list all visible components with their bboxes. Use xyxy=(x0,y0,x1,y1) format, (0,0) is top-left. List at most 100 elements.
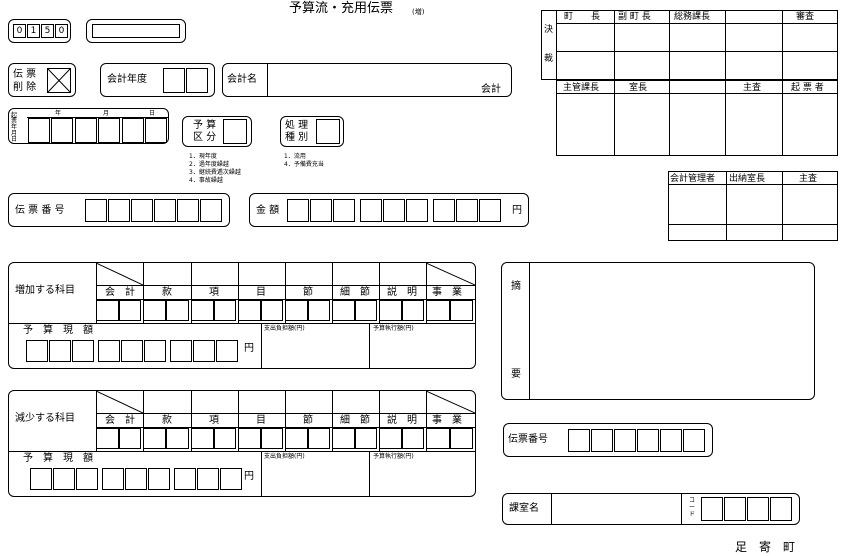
voucher-number-2-digit[interactable] xyxy=(683,429,705,452)
amount-digit[interactable] xyxy=(433,199,455,222)
date-month-digit-1[interactable] xyxy=(75,118,97,143)
decrease-header-saisetsu: 細 節 xyxy=(340,415,370,426)
increase-subject-code-digit[interactable] xyxy=(354,300,377,321)
date-day-header: 日 xyxy=(149,110,156,117)
amount-digit[interactable] xyxy=(310,199,332,222)
increase-budget-digit[interactable] xyxy=(121,340,143,362)
increase-budget-digit[interactable] xyxy=(193,340,215,362)
voucher-number-digit[interactable] xyxy=(200,199,222,222)
code-digit[interactable] xyxy=(770,497,792,521)
approval-grid-mid: 主管課長 室長 主査 起 票 者 xyxy=(556,80,838,156)
summary-field[interactable] xyxy=(532,267,810,395)
amount-digit[interactable] xyxy=(383,199,405,222)
date-day-digit-2[interactable] xyxy=(145,118,167,143)
decrease-subject-code-digit[interactable] xyxy=(449,428,473,449)
decrease-subject-code-digit[interactable] xyxy=(354,428,377,449)
decrease-subject-code-digit[interactable] xyxy=(426,428,450,449)
code-box: 0 1 5 0 xyxy=(8,19,71,43)
voucher-number-digit[interactable] xyxy=(154,199,176,222)
decrease-subject-code-digit[interactable] xyxy=(307,428,330,449)
increase-budget-digit[interactable] xyxy=(144,340,166,362)
amount-digit[interactable] xyxy=(406,199,428,222)
decrease-budget-digit[interactable] xyxy=(76,468,98,490)
decrease-subject-code-digit[interactable] xyxy=(238,428,261,449)
decrease-subject-code-digit[interactable] xyxy=(118,428,141,449)
voucher-number-digit[interactable] xyxy=(131,199,153,222)
increase-subject-code-digit[interactable] xyxy=(449,300,473,321)
amount-digit[interactable] xyxy=(333,199,355,222)
decrease-budget-digit[interactable] xyxy=(197,468,219,490)
code-digit[interactable] xyxy=(747,497,769,521)
process-type-input[interactable] xyxy=(316,119,340,144)
decrease-budget-digit[interactable] xyxy=(174,468,196,490)
decrease-subject-code-digit[interactable] xyxy=(401,428,424,449)
decrease-subject-code-digit[interactable] xyxy=(379,428,402,449)
date-day-digit-1[interactable] xyxy=(122,118,144,143)
code-digit[interactable] xyxy=(701,497,723,521)
process-option-1: 1．流用 xyxy=(284,153,306,160)
increase-subject-code-digit[interactable] xyxy=(238,300,261,321)
voucher-number-2-digit[interactable] xyxy=(591,429,613,452)
code-digit-4: 0 xyxy=(55,24,68,38)
decrease-subject-code-digit[interactable] xyxy=(332,428,355,449)
summary-label-2: 要 xyxy=(511,369,521,380)
increase-budget-digit[interactable] xyxy=(49,340,71,362)
voucher-number-2-digit[interactable] xyxy=(568,429,590,452)
amount-digit[interactable] xyxy=(479,199,501,222)
amount-digit[interactable] xyxy=(456,199,478,222)
increase-subject-code-digit[interactable] xyxy=(307,300,330,321)
increase-subject-code-digit[interactable] xyxy=(191,300,214,321)
decrease-budget-digit[interactable] xyxy=(53,468,75,490)
increase-subject-code-digit[interactable] xyxy=(143,300,166,321)
increase-budget-digit[interactable] xyxy=(72,340,94,362)
increase-subject-code-digit[interactable] xyxy=(118,300,141,321)
budget-category-input[interactable] xyxy=(223,119,247,144)
increase-subject-code-digit[interactable] xyxy=(426,300,450,321)
increase-subject-code-digit[interactable] xyxy=(260,300,283,321)
decrease-subject-code-digit[interactable] xyxy=(191,428,214,449)
code-digit[interactable] xyxy=(724,497,746,521)
decrease-budget-digit[interactable] xyxy=(102,468,124,490)
amount-digit[interactable] xyxy=(287,199,309,222)
increase-subject-code-digit[interactable] xyxy=(379,300,402,321)
voucher-number-digit[interactable] xyxy=(108,199,130,222)
decrease-budget-digit[interactable] xyxy=(220,468,242,490)
increase-budget-digit[interactable] xyxy=(98,340,120,362)
increase-subject-code-digit[interactable] xyxy=(96,300,119,321)
voucher-number-digit[interactable] xyxy=(85,199,107,222)
decrease-subject-code-digit[interactable] xyxy=(96,428,119,449)
blank-field[interactable] xyxy=(92,24,180,38)
decrease-subject-code-digit[interactable] xyxy=(143,428,166,449)
voucher-delete-checkbox[interactable] xyxy=(47,68,71,93)
decrease-budget-digit[interactable] xyxy=(125,468,147,490)
decrease-subject-code-digit[interactable] xyxy=(166,428,189,449)
decrease-subject-code-digit[interactable] xyxy=(285,428,308,449)
increase-budget-digit[interactable] xyxy=(170,340,192,362)
amount-digit[interactable] xyxy=(360,199,382,222)
approval-grid-top: 決 裁 町 長 副 町 長 総務課長 審査 xyxy=(541,10,838,80)
increase-subject-code-digit[interactable] xyxy=(285,300,308,321)
increase-budget-digit[interactable] xyxy=(216,340,238,362)
code-digit-2: 1 xyxy=(27,24,40,38)
voucher-number-2-digit[interactable] xyxy=(614,429,636,452)
voucher-number-2-digit[interactable] xyxy=(637,429,659,452)
date-year-digit-2[interactable] xyxy=(51,118,73,143)
decrease-subject-code-digit[interactable] xyxy=(213,428,236,449)
increase-subject-code-digit[interactable] xyxy=(332,300,355,321)
increase-subject-code-digit[interactable] xyxy=(401,300,424,321)
fiscal-year-digit-2[interactable] xyxy=(186,68,208,93)
decrease-budget-digit[interactable] xyxy=(148,468,170,490)
approval-general-affairs: 総務課長 xyxy=(674,12,711,22)
approval-drafter: 起 票 者 xyxy=(791,83,824,93)
voucher-number-digit[interactable] xyxy=(177,199,199,222)
date-year-digit-1[interactable] xyxy=(28,118,50,143)
fiscal-year-digit-1[interactable] xyxy=(163,68,185,93)
decrease-subject-code-digit[interactable] xyxy=(260,428,283,449)
decrease-budget-digit[interactable] xyxy=(30,468,52,490)
voucher-number-2-digit[interactable] xyxy=(660,429,682,452)
increase-subject-code-digit[interactable] xyxy=(166,300,189,321)
increase-subject-code-digit[interactable] xyxy=(213,300,236,321)
decrease-executed-label: 予算執行額(円) xyxy=(373,453,414,460)
increase-budget-digit[interactable] xyxy=(26,340,48,362)
date-month-digit-2[interactable] xyxy=(98,118,120,143)
